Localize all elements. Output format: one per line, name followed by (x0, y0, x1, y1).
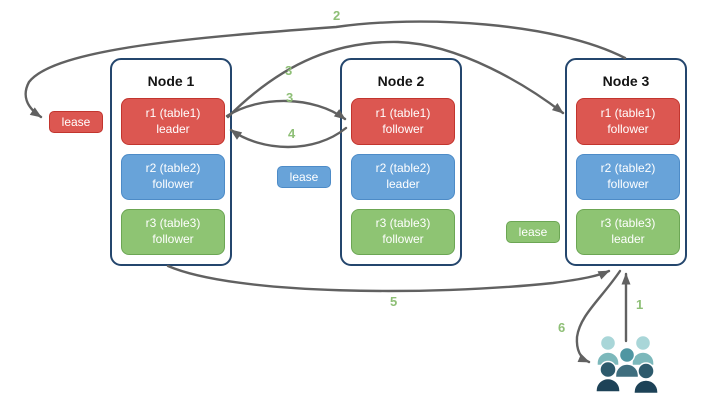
step-label-5: 5 (390, 294, 398, 309)
replica-role: follower (382, 121, 424, 136)
replica-role: follower (152, 232, 194, 246)
node-2-title: Node 2 (377, 73, 425, 89)
node3-replica-r3-leader: r3 (table3) leader (576, 209, 680, 255)
node1-replica-r3-follower: r3 (table3) follower (121, 209, 225, 255)
replica-role: leader (611, 232, 645, 246)
node-3-title: Node 3 (602, 73, 650, 89)
step-label-4: 4 (288, 126, 296, 141)
replica-name: r2 (table2) (375, 161, 431, 176)
node2-replica-r1-follower: r1 (table1) follower (351, 98, 455, 145)
node-3-box: Node 3 r1 (table1) follower r2 (table2) … (565, 58, 687, 266)
replica-name: r2 (table2) (600, 161, 656, 176)
node1-replica-r2-follower: r2 (table2) follower (121, 154, 225, 200)
replica-name: r3 (table3) (145, 216, 201, 231)
node3-replica-r1-follower: r1 (table1) follower (576, 98, 680, 145)
node-1-box: Node 1 r1 (table1) leader r2 (table2) fo… (110, 58, 232, 266)
node2-replica-r3-follower: r3 (table3) follower (351, 209, 455, 255)
replica-name: r1 (table1) (145, 105, 201, 120)
step-label-6: 6 (558, 320, 566, 335)
node1-replica-r1-leader: r1 (table1) leader (121, 98, 225, 145)
node-1-title: Node 1 (147, 73, 195, 89)
step-label-3a: 3 (285, 63, 293, 78)
replica-role: leader (386, 177, 420, 191)
replica-name: r3 (table3) (375, 216, 431, 231)
replica-role: follower (607, 121, 649, 136)
step-label-3b: 3 (286, 90, 294, 105)
step-label-2: 2 (333, 8, 341, 23)
lease-badge-r1: lease (49, 111, 103, 133)
node-2-box: Node 2 r1 (table1) follower r2 (table2) … (340, 58, 462, 266)
arrow-step5-node1-to-node3 (166, 264, 611, 293)
node3-replica-r2-follower: r2 (table2) follower (576, 154, 680, 200)
users-group-icon (595, 334, 659, 395)
replica-role: follower (607, 177, 649, 191)
replica-role: follower (382, 232, 424, 246)
node2-replica-r2-leader: r2 (table2) leader (351, 154, 455, 200)
lease-badge-r2: lease (277, 166, 331, 188)
replica-name: r3 (table3) (600, 216, 656, 231)
replica-name: r1 (table1) (600, 105, 656, 120)
replica-name: r2 (table2) (145, 161, 201, 176)
replica-role: follower (152, 177, 194, 191)
step-label-1: 1 (636, 297, 644, 312)
replica-name: r1 (table1) (375, 105, 431, 120)
replica-role: leader (156, 121, 190, 136)
lease-badge-r3: lease (506, 221, 560, 243)
